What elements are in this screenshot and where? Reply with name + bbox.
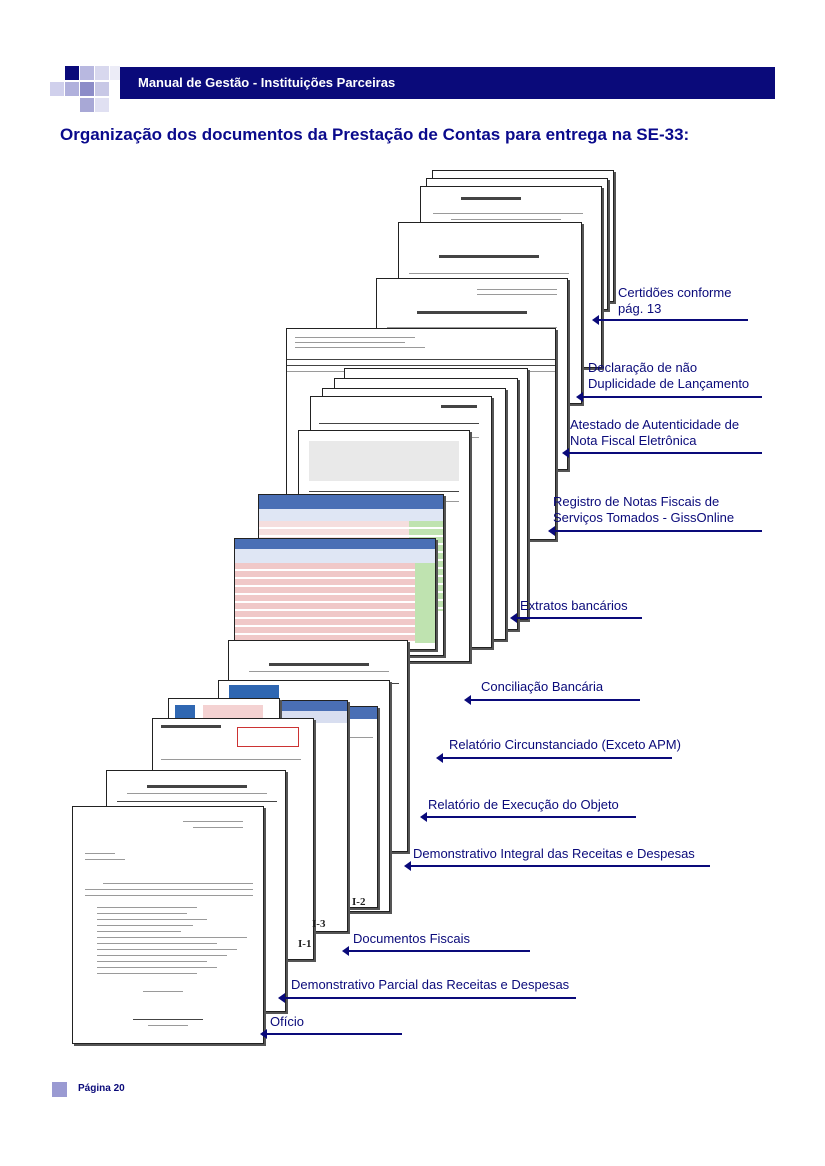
arrow-relatorio-execucao bbox=[420, 812, 636, 822]
label-certidoes: Certidões conforme pág. 13 bbox=[618, 285, 731, 317]
label-demonstrativo-parcial: Demonstrativo Parcial das Receitas e Des… bbox=[291, 977, 570, 992]
arrow-relatorio-circunstanciado bbox=[436, 753, 672, 763]
arrow-conciliacao bbox=[464, 695, 640, 705]
label-relatorio-circunstanciado: Relatório Circunstanciado (Exceto APM) bbox=[449, 737, 681, 752]
page-number: Página 20 bbox=[78, 1083, 125, 1094]
label-relatorio-execucao: Relatório de Execução do Objeto bbox=[428, 797, 619, 812]
label-atestado-line2: Nota Fiscal Eletrônica bbox=[570, 433, 697, 448]
label-conciliacao: Conciliação Bancária bbox=[481, 679, 604, 694]
tag-i3: I-3 bbox=[312, 918, 326, 930]
doc-relatorio-execucao bbox=[234, 538, 436, 650]
label-declaracao-line2: Duplicidade de Lançamento bbox=[588, 376, 750, 391]
arrow-demonstrativo-parcial bbox=[278, 993, 576, 1003]
arrow-demonstrativo-integral bbox=[404, 861, 710, 871]
arrow-oficio bbox=[260, 1029, 402, 1039]
label-atestado-line1: Atestado de Autenticidade de bbox=[570, 417, 740, 432]
page-heading: Organização dos documentos da Prestação … bbox=[60, 125, 690, 144]
label-demonstrativo-integral: Demonstrativo Integral das Receitas e De… bbox=[413, 846, 695, 861]
label-registro: Registro de Notas Fiscais de Serviços To… bbox=[553, 494, 734, 526]
label-atestado: Atestado de Autenticidade de Nota Fiscal… bbox=[570, 417, 739, 449]
label-registro-line2: Serviços Tomados - GissOnline bbox=[553, 510, 735, 525]
label-certidoes-line2: pág. 13 bbox=[618, 301, 662, 316]
header-title: Manual de Gestão - Instituições Parceira… bbox=[138, 75, 396, 90]
arrow-documentos-fiscais bbox=[342, 946, 530, 956]
label-declaracao: Declaração de não Duplicidade de Lançame… bbox=[588, 360, 749, 392]
arrow-atestado bbox=[562, 448, 762, 458]
tag-i1: I-1 bbox=[298, 938, 312, 950]
header-bar bbox=[120, 67, 775, 99]
label-extratos: Extratos bancários bbox=[520, 598, 628, 613]
label-certidoes-line1: Certidões conforme bbox=[618, 285, 732, 300]
footer-square bbox=[52, 1082, 67, 1097]
arrow-certidoes bbox=[592, 315, 748, 325]
doc-oficio bbox=[72, 806, 264, 1044]
label-declaracao-line1: Declaração de não bbox=[588, 360, 698, 375]
arrow-declaracao bbox=[576, 392, 762, 402]
label-registro-line1: Registro de Notas Fiscais de bbox=[553, 494, 720, 509]
arrow-extratos bbox=[510, 613, 642, 623]
label-oficio: Ofício bbox=[270, 1014, 304, 1029]
arrow-registro bbox=[548, 526, 762, 536]
tag-i2: I-2 bbox=[352, 896, 366, 908]
label-documentos-fiscais: Documentos Fiscais bbox=[353, 931, 471, 946]
